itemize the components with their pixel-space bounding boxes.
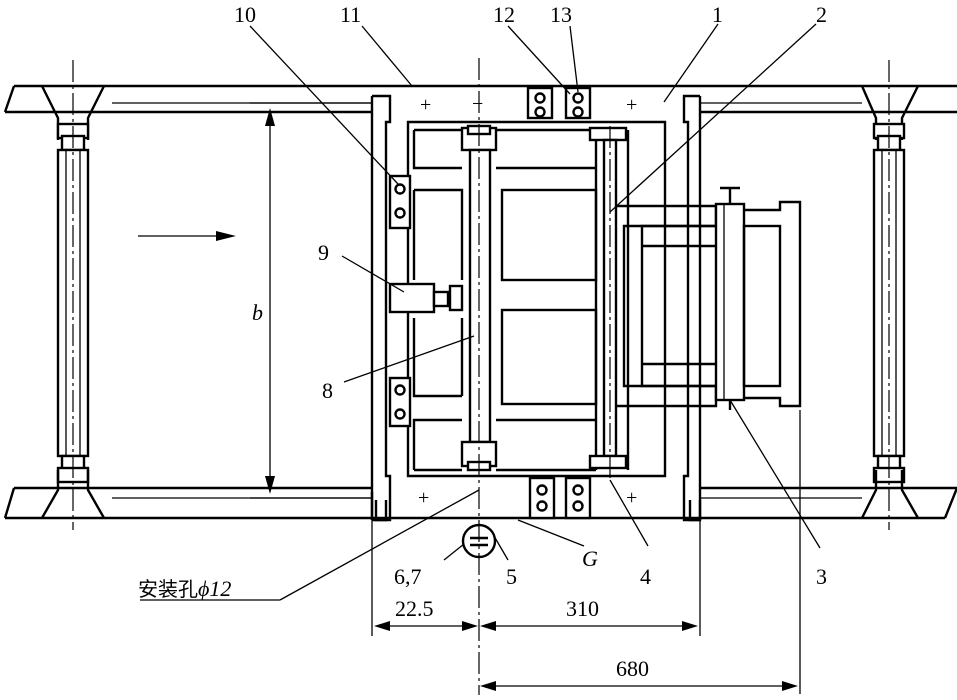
mounting-hole-note: 安装孔ϕ12 <box>138 576 231 601</box>
label-2: 2 <box>816 2 827 27</box>
dim-22-5: 22.5 <box>395 596 434 621</box>
adjuster-9 <box>388 282 464 314</box>
window-plates <box>496 128 630 472</box>
dimension-b <box>250 102 372 499</box>
clamp-block-bottom-a <box>528 476 556 520</box>
right-roller <box>860 60 920 530</box>
dimension-lines-bottom <box>371 410 801 694</box>
label-8: 8 <box>322 378 333 403</box>
label-1: 1 <box>712 2 723 27</box>
left-roller <box>40 60 106 530</box>
label-10: 10 <box>234 2 256 27</box>
minus-sign-top: − <box>472 93 483 115</box>
plus-sign-top-right: + <box>626 94 637 116</box>
leader-lines <box>140 23 821 601</box>
bottom-beam <box>3 486 957 520</box>
mounting-hole-text: 安装孔 <box>138 577 198 601</box>
label-4: 4 <box>640 564 651 589</box>
label-67: 6,7 <box>394 564 422 589</box>
label-b: b <box>252 300 263 325</box>
top-beam <box>3 84 957 114</box>
clamp-block-10 <box>388 174 412 230</box>
label-G: G <box>582 546 598 571</box>
clamp-block-13 <box>564 86 592 120</box>
plus-sign-bottom-left: + <box>418 487 429 509</box>
clamp-block-bottom-b <box>564 476 592 520</box>
dim-310: 310 <box>566 596 599 621</box>
label-13: 13 <box>550 2 572 27</box>
clamp-block-10b <box>388 376 412 428</box>
feed-direction-arrow <box>138 231 236 241</box>
main-frame <box>370 94 702 522</box>
plus-sign-bottom-right: + <box>626 487 637 509</box>
plus-sign-top-left: + <box>420 94 431 116</box>
label-9: 9 <box>318 240 329 265</box>
label-5: 5 <box>506 564 517 589</box>
drive-unit-3 <box>616 186 802 410</box>
dim-680: 680 <box>616 656 649 681</box>
clamp-block-12 <box>526 86 554 120</box>
label-3: 3 <box>816 564 827 589</box>
label-12: 12 <box>493 2 515 27</box>
label-11: 11 <box>340 2 361 27</box>
mounting-hole-diameter: ϕ12 <box>198 576 231 601</box>
